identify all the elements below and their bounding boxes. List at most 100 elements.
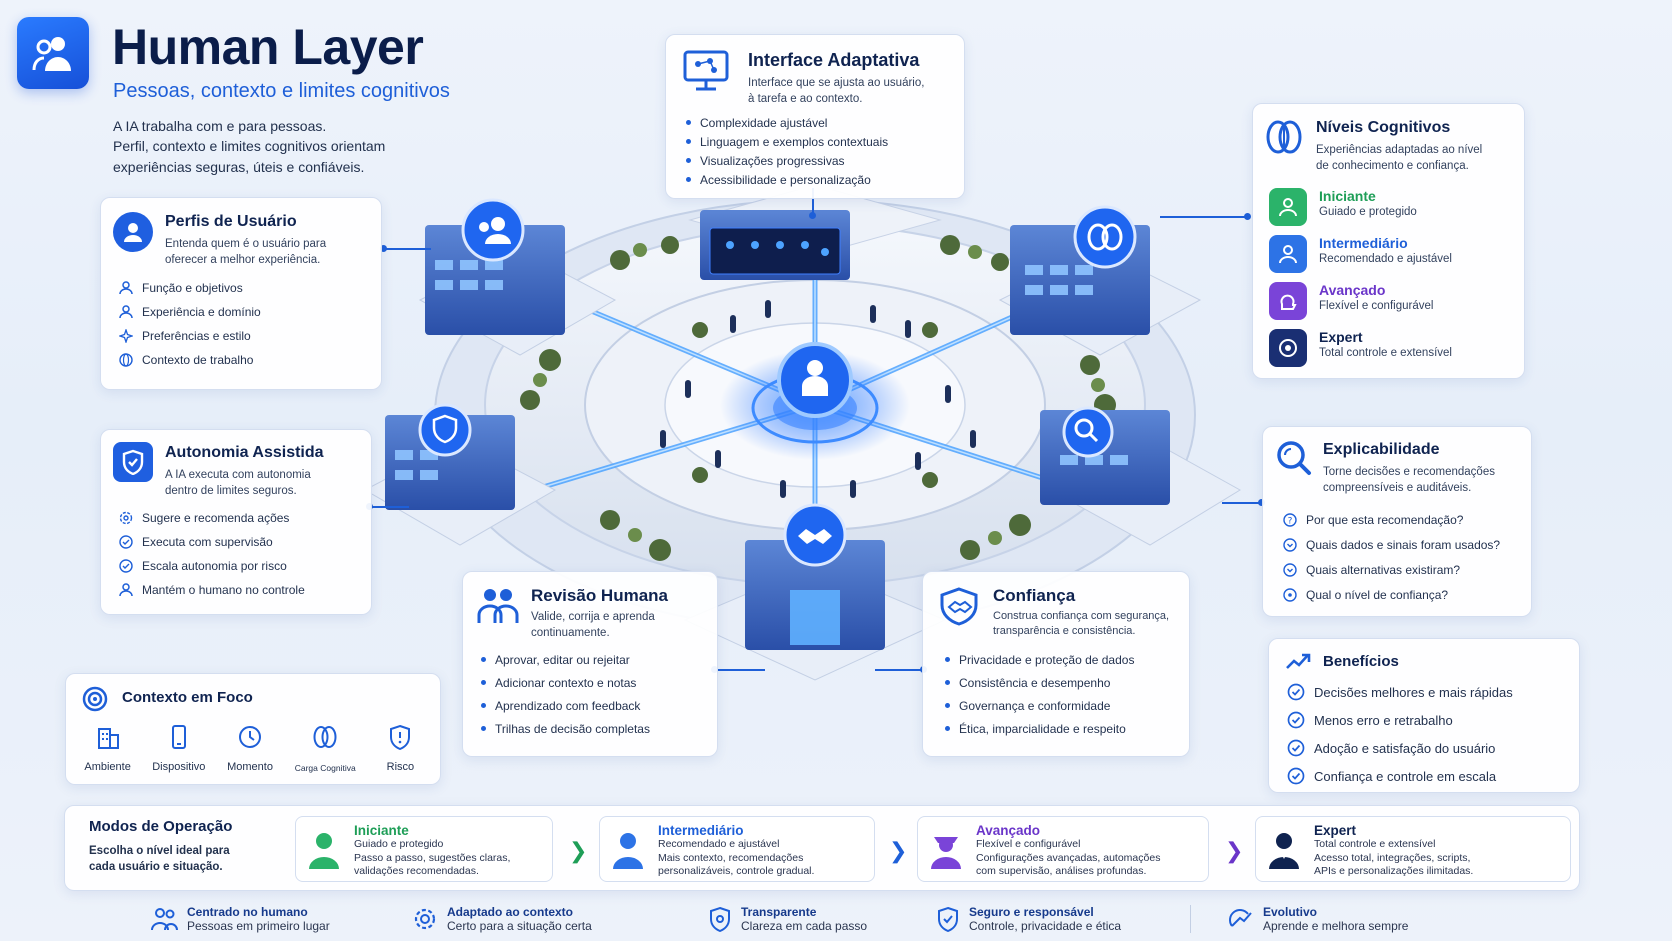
beneficios-list: Decisões melhores e mais rápidas Menos e… [1287,678,1513,790]
confianca-list: Privacidade e proteção de dados Consistê… [945,648,1134,740]
bullet-icon [945,657,950,662]
autonomia-title: Autonomia Assistida [165,444,324,461]
mode-line: personalizáveis, controle gradual. [658,865,815,878]
level-name: Avançado [1319,282,1386,298]
level-sub: Recomendado e ajustável [1319,253,1452,265]
level-name: Expert [1319,329,1363,345]
modos-title: Modos de Operação [89,818,233,835]
item-label: Visualizações progressivas [700,153,845,168]
item-label: Consistência e desempenho [959,675,1111,690]
handshake-icon [937,586,981,631]
footer-title: Evolutivo [1263,905,1318,919]
intro-line: Perfil, contexto e limites cognitivos or… [113,138,386,155]
brain-icon [1087,223,1123,251]
list-item: Contexto de trabalho [119,348,261,372]
mode-line: Guiado e protegido [354,838,444,850]
context-item-dispositivo: Dispositivo [143,724,214,773]
users-icon [479,217,511,244]
desc-line: transparência e consistência. [993,625,1136,638]
learner-icon [1269,188,1307,226]
list-item: Trilhas de decisão completas [481,717,650,740]
footer-sub: Pessoas em primeiro lugar [187,919,330,933]
interface-card: Interface Adaptativa Interface que se aj… [665,34,965,199]
item-label: Qual o nível de confiança? [1306,587,1449,602]
item-label: Aprendizado com feedback [495,698,641,713]
desc-line: dentro de limites seguros. [165,485,297,498]
search-icon [1275,439,1313,482]
list-item: Quais alternativas existiram? [1283,557,1500,582]
item-label: Escala autonomia por risco [142,559,287,573]
item-label: Complexidade ajustável [700,115,828,130]
interface-title: Interface Adaptativa [748,50,920,70]
bullet-icon [481,703,486,708]
footer-divider [1190,905,1191,933]
level-sub: Total controle e extensível [1319,347,1452,359]
list-item: Complexidade ajustável [686,113,888,132]
item-label: Adicionar contexto e notas [495,675,637,690]
item-label: Preferências e estilo [142,329,251,343]
list-item: Qual o nível de confiança? [1283,582,1500,607]
item-label: Experiência e domínio [142,305,261,319]
autonomia-list: Sugere e recomenda ações Executa com sup… [119,506,305,602]
desc-line: continuamente. [531,627,610,640]
item-label: Contexto de trabalho [142,353,254,367]
revisao-card: Revisão Humana Valide, corrija e aprenda… [462,571,718,757]
desc-line: A IA executa com autonomia [165,469,311,481]
perfis-list: Função e objetivos Experiência e domínio… [119,276,261,372]
connector [369,506,409,508]
context-item-ambiente: Ambiente [72,724,143,773]
list-item: Decisões melhores e mais rápidas [1287,678,1513,706]
list-item: Adicionar contexto e notas [481,671,650,694]
mode-line: Acesso total, integrações, scripts, [1314,851,1471,864]
shield-icon [432,414,458,444]
mode-line: com supervisão, análises profundas. [976,865,1147,878]
bullet-icon [686,158,691,163]
context-label: Dispositivo [152,761,206,773]
mode-iniciante[interactable]: Iniciante Guiado e protegido Passo a pas… [295,816,553,882]
footer-title: Adaptado ao contexto [447,905,574,919]
page-subtitle: Pessoas, contexto e limites cognitivos [113,80,450,102]
item-label: Trilhas de decisão completas [495,721,650,736]
connector-dot [809,212,816,219]
explicabilidade-list: ?Por que esta recomendação? Quais dados … [1283,507,1500,607]
monitor-icon [682,49,730,98]
list-item: Governança e conformidade [945,694,1134,717]
target-icon [1269,329,1307,367]
check-circle-icon [119,559,133,573]
mode-line: Recomendado e ajustável [658,838,780,850]
user-icon [1269,235,1307,273]
mode-desc: Total controle e extensível Acesso total… [1314,838,1473,879]
revisao-title: Revisão Humana [531,586,668,605]
mode-intermediario[interactable]: Intermediário Recomendado e ajustável Ma… [599,816,875,882]
desc-line: Experiências adaptadas ao nível [1316,144,1483,156]
autonomia-card: Autonomia Assistida A IA executa com aut… [100,429,372,615]
hub-illustration [370,190,1241,681]
trend-up-icon [1285,651,1311,676]
list-item: Quais dados e sinais foram usados? [1283,532,1500,557]
mode-avancado[interactable]: Avançado Flexível e configurável Configu… [917,816,1209,882]
confianca-desc: Construa confiança com segurança, transp… [993,609,1169,640]
building-icon [97,728,119,749]
connector [1222,502,1262,504]
shield-alert-icon [390,724,411,751]
mode-expert[interactable]: Expert Total controle e extensível Acess… [1255,816,1571,882]
item-label: Privacidade e proteção de dados [959,652,1135,667]
contexto-title: Contexto em Foco [122,689,253,706]
bullet-icon [481,726,486,731]
chevron-circle-icon [1283,562,1297,577]
mode-line: Configurações avançadas, automações [976,851,1161,864]
bullet-icon [481,680,486,685]
niveis-desc: Experiências adaptadas ao nível de conhe… [1316,142,1482,174]
item-label: Mantém o humano no controle [142,583,305,597]
interface-desc: Interface que se ajusta ao usuário, à ta… [748,75,924,107]
desc-line: Torne decisões e recomendações [1323,466,1495,478]
perfis-title: Perfis de Usuário [165,213,297,230]
app-logo [17,17,89,89]
context-label: Ambiente [84,761,131,773]
mode-name: Intermediário [658,823,744,838]
check-circle-icon [1287,739,1305,757]
intro-line: experiências seguras, úteis e confiáveis… [113,158,365,175]
